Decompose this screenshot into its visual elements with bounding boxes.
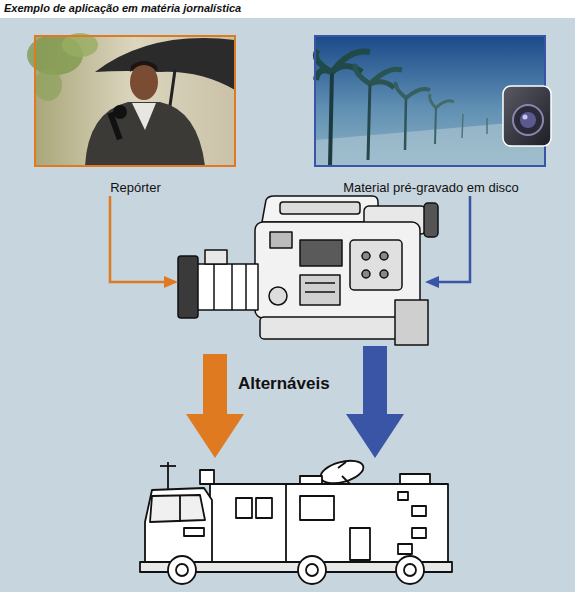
switch-note: Alternáveis bbox=[238, 374, 330, 394]
signal-arrow bbox=[203, 354, 227, 414]
truck-box bbox=[140, 458, 452, 582]
node-label: Material pré-gravado em disco bbox=[311, 180, 551, 196]
photo-box: Material pré-gravado em disco bbox=[311, 34, 551, 196]
disc-camera-icon bbox=[503, 86, 551, 146]
signal-arrow bbox=[439, 196, 470, 282]
reporter-photo bbox=[27, 33, 235, 166]
background-panel bbox=[0, 18, 575, 592]
signal-arrow bbox=[110, 196, 164, 282]
node-label: Repórter bbox=[33, 180, 238, 196]
camera-box bbox=[178, 196, 425, 348]
camcorder-illustration bbox=[178, 196, 438, 345]
photo-box: Repórter bbox=[33, 34, 238, 196]
diagram-title: Exemplo de aplicação em matéria jornalís… bbox=[4, 2, 241, 14]
signal-arrow bbox=[363, 346, 387, 414]
broadcast-truck-illustration bbox=[140, 457, 452, 584]
